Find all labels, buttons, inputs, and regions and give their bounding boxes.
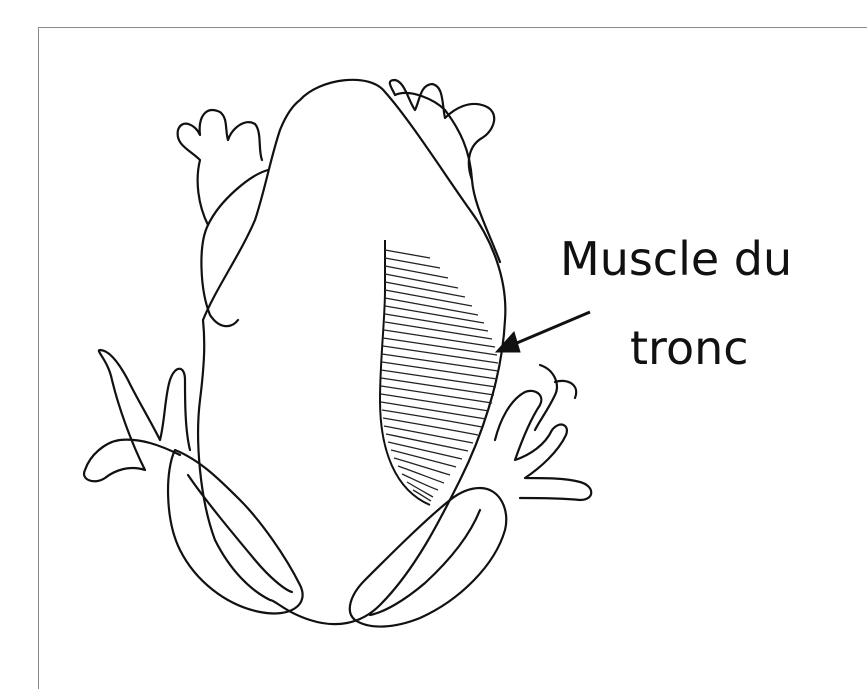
arrow-indicator xyxy=(496,312,590,352)
muscle-label-line2: tronc xyxy=(630,325,749,371)
right-foot xyxy=(495,391,591,500)
right-front-leg xyxy=(390,80,500,262)
frog-body-outline xyxy=(198,80,505,624)
muscle-label-line1: Muscle du xyxy=(560,236,792,282)
trunk-muscle xyxy=(380,240,498,505)
right-hind-leg xyxy=(350,488,506,627)
left-front-leg xyxy=(178,110,268,326)
left-foot xyxy=(84,350,190,481)
